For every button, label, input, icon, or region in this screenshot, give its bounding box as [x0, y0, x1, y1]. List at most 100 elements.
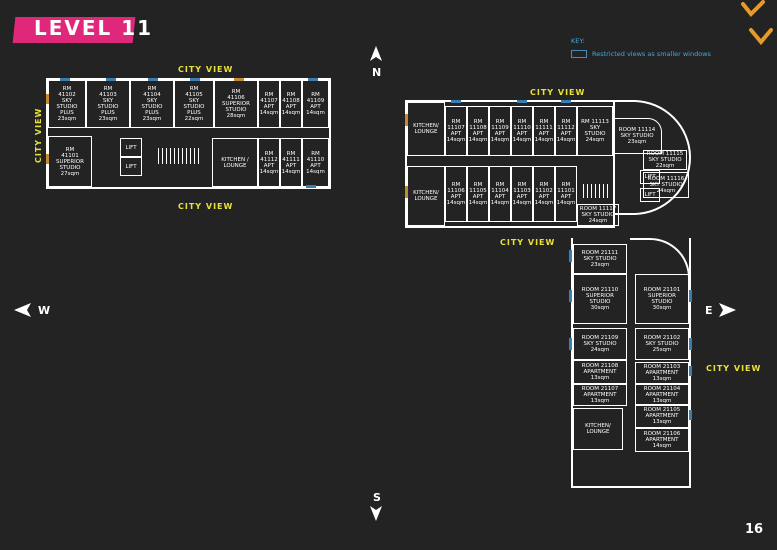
window [561, 100, 571, 103]
window [569, 290, 572, 302]
room-41106: RM 41106 SUPERIOR STUDIO 28sqm [214, 80, 258, 128]
room-label: RM 41112 APT 14sqm [259, 150, 279, 175]
window [689, 410, 692, 420]
room-label: RM 11102 APT 14sqm [534, 182, 554, 206]
room-11103: RM 11103 APT 14sqm [511, 166, 533, 222]
room-41109: RM 41109 APT 14sqm [302, 80, 329, 128]
room-41107: RM 41107 APT 14sqm [258, 80, 280, 128]
compass-north: N [372, 66, 382, 79]
room-label: ROOM 11114 SKY STUDIO 23sqm [618, 127, 656, 145]
room-21103: ROOM 21103 APARTMENT 13sqm [635, 362, 689, 384]
room-11106: RM 11106 APT 14sqm [445, 166, 467, 222]
wing-kitchen-lounge: KITCHEN/ LOUNGE [573, 408, 623, 450]
room-41102: RM 41102 SKY STUDIO PLUS 23sqm [48, 80, 86, 128]
room-11101: RM 11101 APT 14sqm [555, 166, 577, 222]
room-21111: ROOM 21111 SKY STUDIO 23sqm [573, 244, 627, 274]
window [689, 366, 692, 376]
room-label: RM 41107 APT 14sqm [259, 92, 279, 116]
room-11116: ROOM 11116 SKY STUDIO 24sqm [643, 172, 689, 198]
room-11107: RM 11107 APT 14sqm [445, 106, 467, 156]
window [517, 100, 527, 103]
room-21104: ROOM 21104 APARTMENT 13sqm [635, 384, 689, 406]
west-arrow-icon [14, 303, 31, 317]
page-number: 16 [745, 522, 764, 537]
room-label: ROOM 21111 SKY STUDIO 23sqm [581, 250, 619, 268]
window [689, 338, 692, 350]
right-lift-2: LIFT [640, 188, 660, 202]
room-label: RM 11104 APT 14sqm [490, 182, 510, 206]
north-arrow-icon [370, 46, 382, 61]
room-11117: ROOM 11117 SKY STUDIO 24sqm [577, 204, 619, 226]
room-label: RM 41110 APT 14sqm [306, 150, 325, 175]
room-21106: ROOM 21106 APARTMENT 14sqm [635, 428, 689, 452]
room-label: RM 41109 APT 14sqm [306, 92, 325, 116]
room-label: RM 11110 APT 14sqm [512, 119, 532, 143]
left-kitchen-lounge: KITCHEN / LOUNGE [212, 138, 258, 187]
room-label: ROOM 21107 APARTMENT 13sqm [581, 386, 619, 404]
room-11110: RM 11110 APT 14sqm [511, 106, 533, 156]
room-41105: RM 41105 SKY STUDIO PLUS 22sqm [174, 80, 214, 128]
room-11108: RM 11108 APT 14sqm [467, 106, 489, 156]
lift-label: LIFT [644, 192, 656, 198]
room-21107: ROOM 21107 APARTMENT 13sqm [573, 384, 627, 406]
window [234, 78, 244, 81]
left-city-view-side: CITY VIEW [34, 107, 43, 163]
compass-south: S [373, 491, 381, 504]
room-label: RM 41104 SKY STUDIO PLUS 23sqm [141, 86, 163, 122]
room-11111: RM 11111 APT 14sqm [533, 106, 555, 156]
room-label: RM 11107 APT 14sqm [446, 119, 466, 143]
room-label: ROOM 11116 SKY STUDIO 24sqm [647, 176, 685, 194]
window [405, 186, 408, 198]
room-11114: ROOM 11114 SKY STUDIO 23sqm [612, 118, 662, 154]
room-label: ROOM 21101 SUPERIOR STUDIO 30sqm [643, 287, 681, 311]
room-41110: RM 41110 APT 14sqm [302, 138, 329, 187]
room-label: RM 11101 APT 14sqm [556, 182, 576, 206]
room-21110: ROOM 21110 SUPERIOR STUDIO 30sqm [573, 274, 627, 324]
window [569, 338, 572, 350]
room-label: RM 11108 APT 14sqm [468, 119, 488, 143]
kitchen-label: KITCHEN/ LOUNGE [413, 123, 439, 135]
room-label: RM 11106 APT 14sqm [446, 182, 466, 206]
room-21101: ROOM 21101 SUPERIOR STUDIO 30sqm [635, 274, 689, 324]
right-city-view-top: CITY VIEW [530, 88, 586, 97]
room-21105: ROOM 21105 APARTMENT 13sqm [635, 404, 689, 428]
right-lift-1: LIFT [640, 170, 660, 184]
right-city-view-side: CITY VIEW [706, 364, 762, 373]
room-11113: RM 11113 SKY STUDIO 24sqm [577, 106, 613, 156]
kitchen-label: KITCHEN/ LOUNGE [585, 423, 611, 435]
room-21109: ROOM 21109 SKY STUDIO 24sqm [573, 328, 627, 360]
room-11115: ROOM 11115 SKY STUDIO 22sqm [643, 150, 687, 170]
window [148, 78, 158, 81]
window [689, 290, 692, 302]
left-city-view-top: CITY VIEW [178, 65, 234, 74]
window [569, 250, 572, 262]
south-arrow-icon [370, 506, 382, 521]
right-city-view-mid: CITY VIEW [500, 238, 556, 247]
room-label: RM 41108 APT 14sqm [281, 92, 301, 116]
left-stairs [158, 148, 200, 164]
window [451, 100, 461, 103]
room-label: RM 11112 APT 14sqm [556, 119, 576, 143]
room-11104: RM 11104 APT 14sqm [489, 166, 511, 222]
room-label: RM 11109 APT 14sqm [490, 119, 510, 143]
left-city-view-bottom: CITY VIEW [178, 202, 234, 211]
room-label: RM 41103 SKY STUDIO PLUS 23sqm [97, 86, 119, 122]
room-label: ROOM 21108 APARTMENT 13sqm [581, 363, 619, 381]
room-label: RM 41111 APT 14sqm [281, 150, 301, 175]
room-label: ROOM 21105 APARTMENT 13sqm [643, 407, 681, 425]
room-label: RM 11113 SKY STUDIO 24sqm [581, 119, 609, 143]
room-11105: RM 11105 APT 14sqm [467, 166, 489, 222]
key-title: KEY: [571, 37, 585, 45]
room-41108: RM 41108 APT 14sqm [280, 80, 302, 128]
lift-label: LIFT [644, 174, 656, 180]
room-label: RM 11105 APT 14sqm [468, 182, 488, 206]
right-kitchen-lounge-bottom: KITCHEN/ LOUNGE [407, 166, 445, 226]
room-41111: RM 41111 APT 14sqm [280, 138, 302, 187]
left-lift-2: LIFT [120, 157, 142, 176]
key-restricted-label: Restricted views as smaller windows [592, 50, 711, 58]
room-41112: RM 41112 APT 14sqm [258, 138, 280, 187]
right-stairs [583, 184, 609, 198]
room-label: RM 41101 SUPERIOR STUDIO 27sqm [56, 146, 84, 177]
left-floorplan: RM 41102 SKY STUDIO PLUS 23sqm RM 41103 … [46, 78, 331, 189]
lift-label: LIFT [125, 163, 137, 170]
